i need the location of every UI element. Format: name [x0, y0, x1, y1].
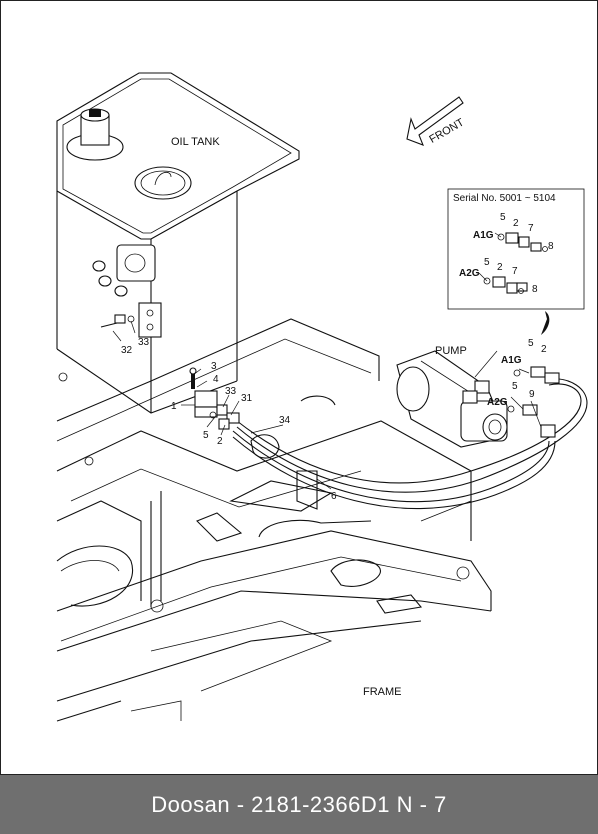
oil-tank-label: OIL TANK [171, 136, 220, 148]
callout-3: 3 [211, 361, 217, 372]
callout-2-block: 2 [217, 436, 223, 447]
callout-5-pump-a1g: 5 [528, 338, 534, 349]
footer-bar: Doosan - 2181-2366D1 N - 7 [0, 775, 598, 834]
inset-callout-7-top: 7 [528, 223, 534, 234]
frame-label: FRAME [363, 686, 402, 698]
callout-9: 9 [529, 389, 535, 400]
pressure-hoses [232, 378, 588, 510]
leader-lines [112, 320, 542, 490]
inset-callout-2-bottom: 2 [497, 262, 503, 273]
inset-callout-8-bottom: 8 [532, 284, 538, 295]
callout-5-block: 5 [203, 430, 209, 441]
inset-callout-2-top: 2 [513, 218, 519, 229]
callout-6: 6 [331, 491, 337, 502]
front-arrow [406, 96, 464, 146]
adapter-block [189, 367, 240, 430]
port-label-a1g-inset: A1G [473, 230, 494, 241]
port-label-a2g-pump: A2G [487, 397, 508, 408]
callout-1: 1 [171, 401, 177, 412]
footer-caption: Doosan - 2181-2366D1 N - 7 [151, 791, 447, 817]
serial-number-label: Serial No. 5001 ~ 5104 [453, 193, 556, 204]
callout-5-pump-a2g: 5 [512, 381, 518, 392]
callout-33: 33 [138, 337, 150, 348]
pump-label: PUMP [435, 345, 467, 357]
callout-33-block: 33 [225, 386, 237, 397]
port-label-a2g-inset: A2G [459, 268, 480, 279]
inset-callout-5-bottom: 5 [484, 257, 490, 268]
inset-callout-5-top: 5 [500, 212, 506, 223]
oil-tank [56, 72, 300, 414]
drawing-frame: OIL TANK FRONT PUMP FRAME Serial No. 500… [0, 0, 598, 775]
pump [396, 350, 560, 448]
parts-diagram: OIL TANK FRONT PUMP FRAME Serial No. 500… [56, 72, 588, 722]
serial-inset [447, 188, 585, 335]
port-label-a1g-pump: A1G [501, 355, 522, 366]
callout-34: 34 [279, 415, 291, 426]
callout-31: 31 [241, 393, 253, 404]
callout-4: 4 [213, 374, 219, 385]
inset-callout-7-bottom: 7 [512, 266, 518, 277]
callout-2-pump-a1g: 2 [541, 344, 547, 355]
callout-32: 32 [121, 345, 133, 356]
inset-callout-8-top: 8 [548, 241, 554, 252]
